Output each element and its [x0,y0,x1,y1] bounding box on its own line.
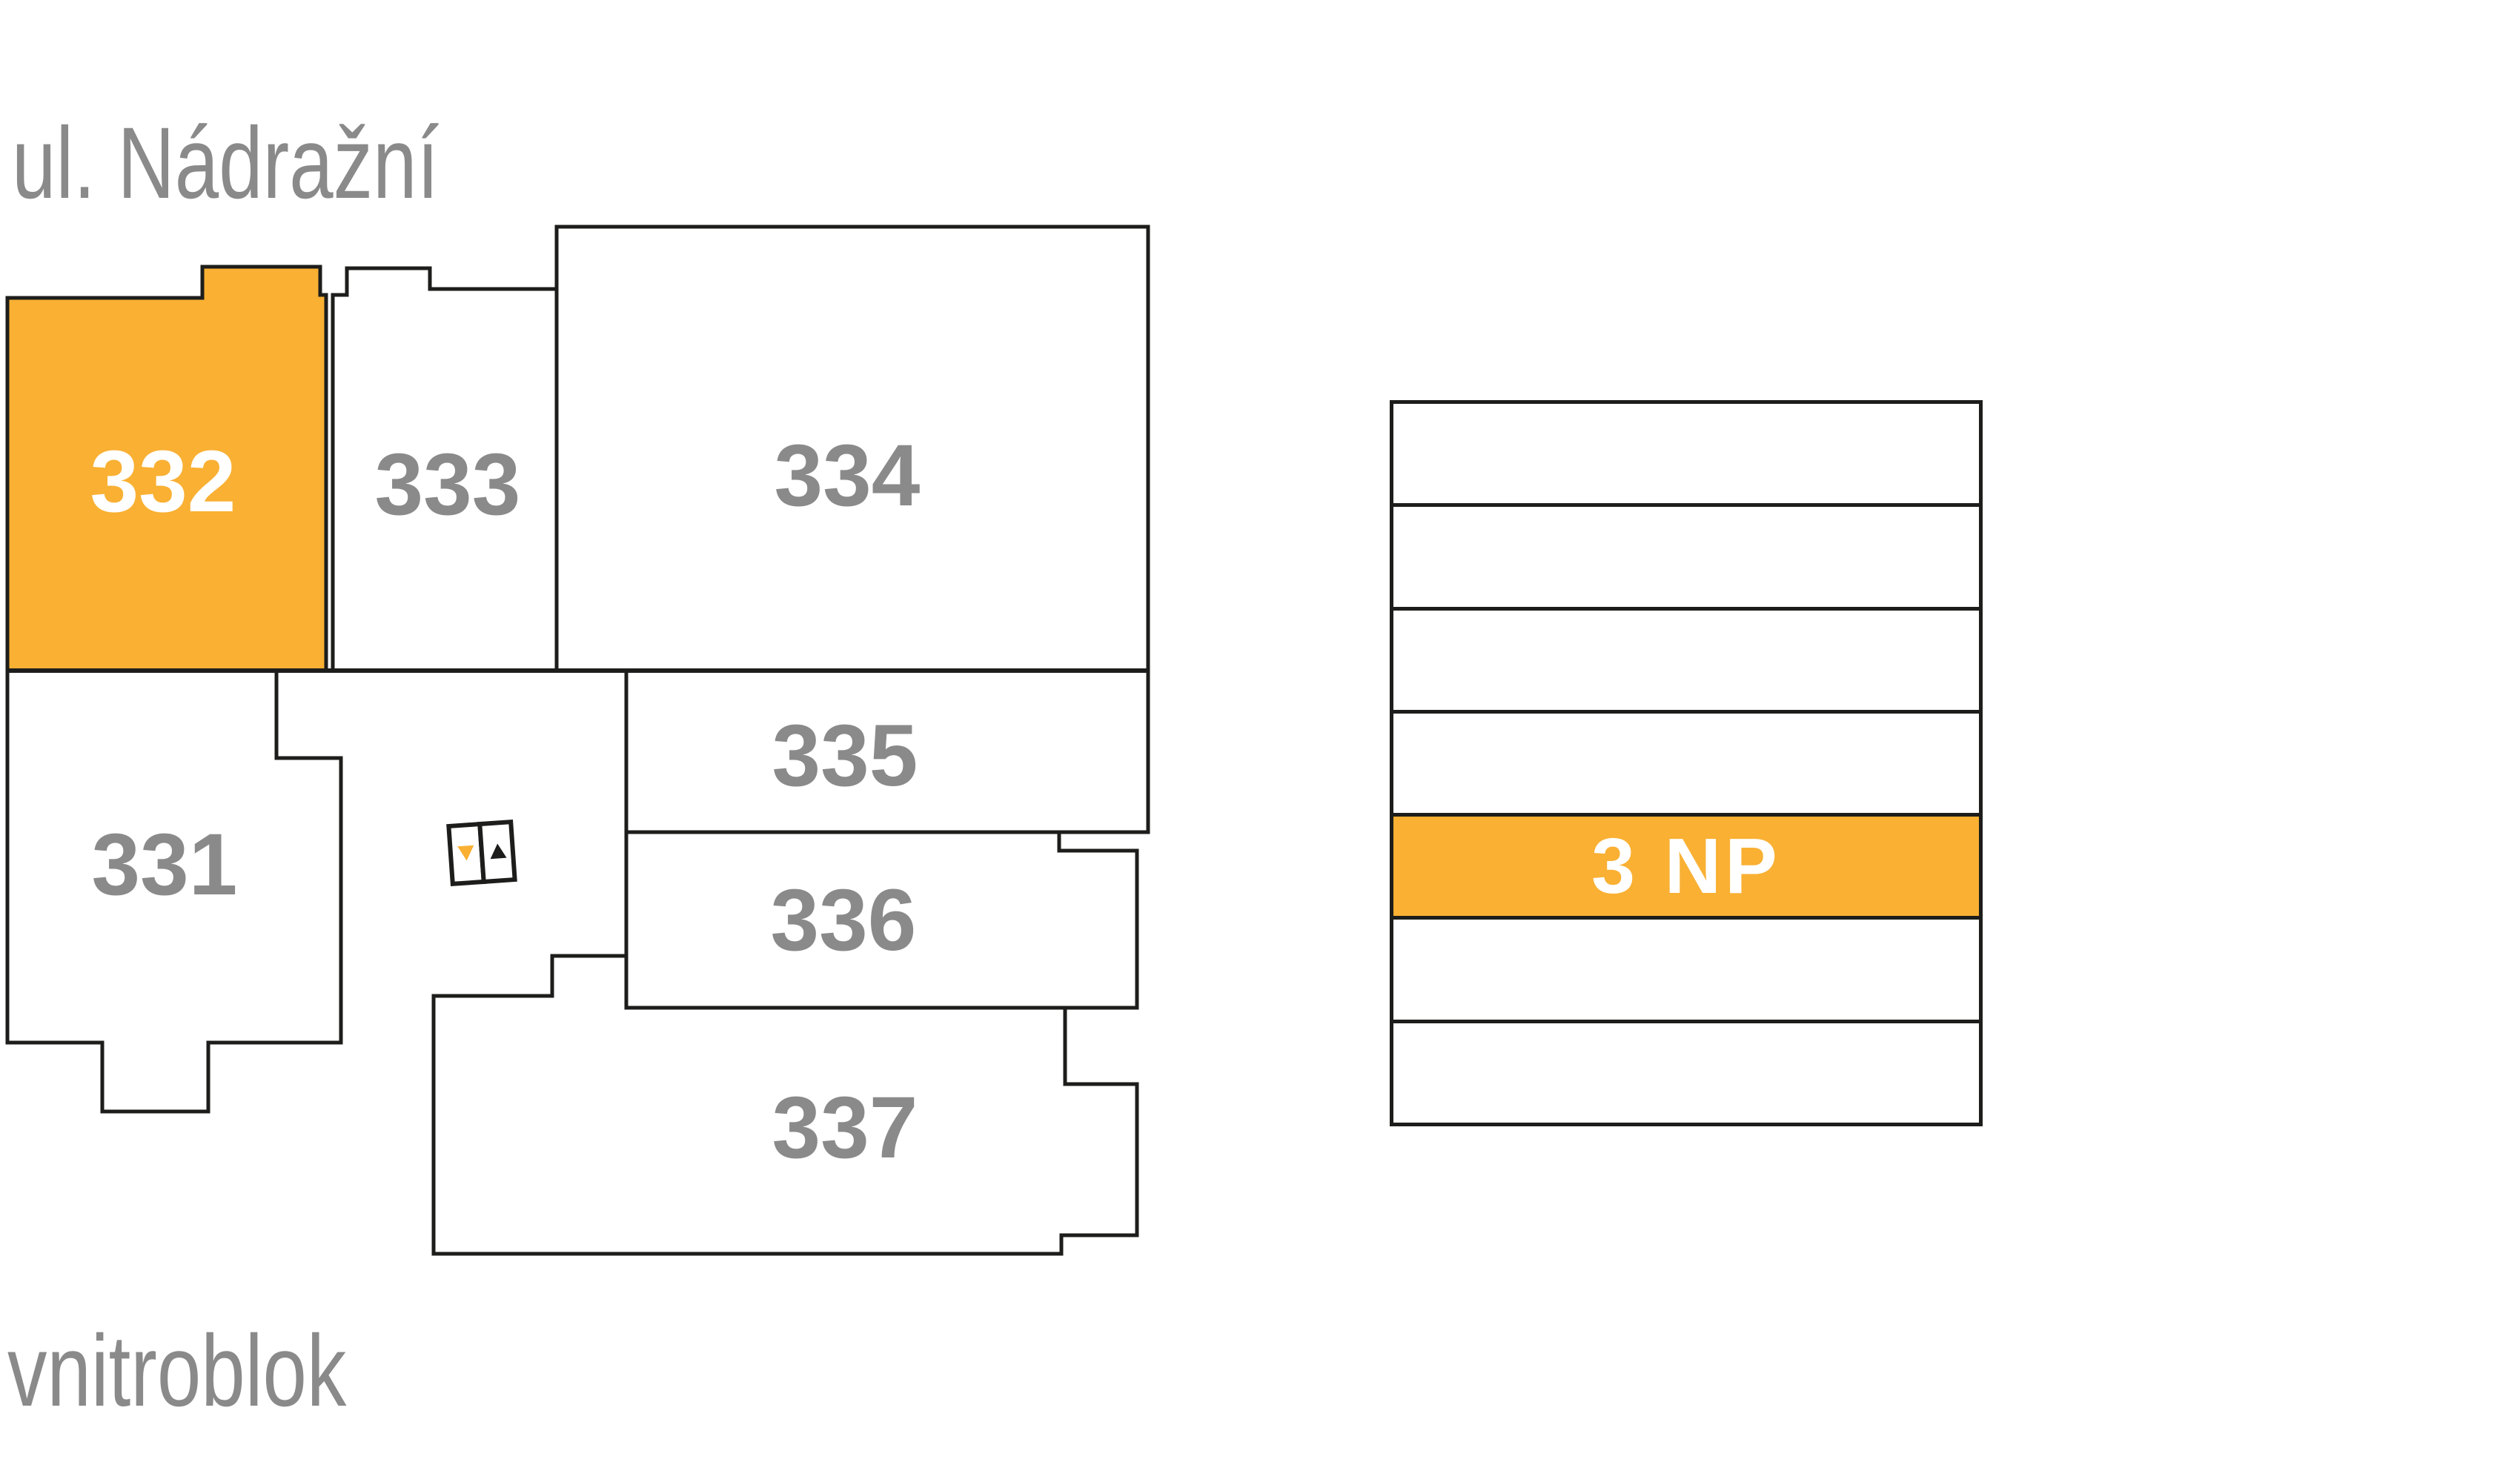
unit-332[interactable] [5,265,328,673]
floor-row-6[interactable] [1393,920,1979,1023]
floor-row-3[interactable] [1393,610,1979,714]
unit-331[interactable] [5,668,343,1114]
unit-334[interactable] [554,225,1150,673]
floor-row-active-3np[interactable]: 3 NP [1393,817,1979,920]
floor-row-7[interactable] [1393,1023,1979,1123]
unit-337[interactable] [431,954,1139,1256]
unit-335[interactable] [624,668,1150,834]
unit-333[interactable] [331,266,559,673]
elevator-icon [446,819,517,887]
arrow-down-icon [457,845,474,861]
arrow-up-icon [490,843,507,860]
floor-row-label: 3 NP [1591,823,1781,911]
street-label-top: ul. Nádražní [12,107,440,220]
floor-row-1[interactable] [1393,404,1979,508]
unit-336[interactable] [624,830,1139,1010]
street-label-bottom: vnitroblok [7,1315,347,1428]
floor-selector: 3 NP [1390,400,1983,1126]
floor-row-2[interactable] [1393,507,1979,611]
floor-row-4[interactable] [1393,713,1979,817]
